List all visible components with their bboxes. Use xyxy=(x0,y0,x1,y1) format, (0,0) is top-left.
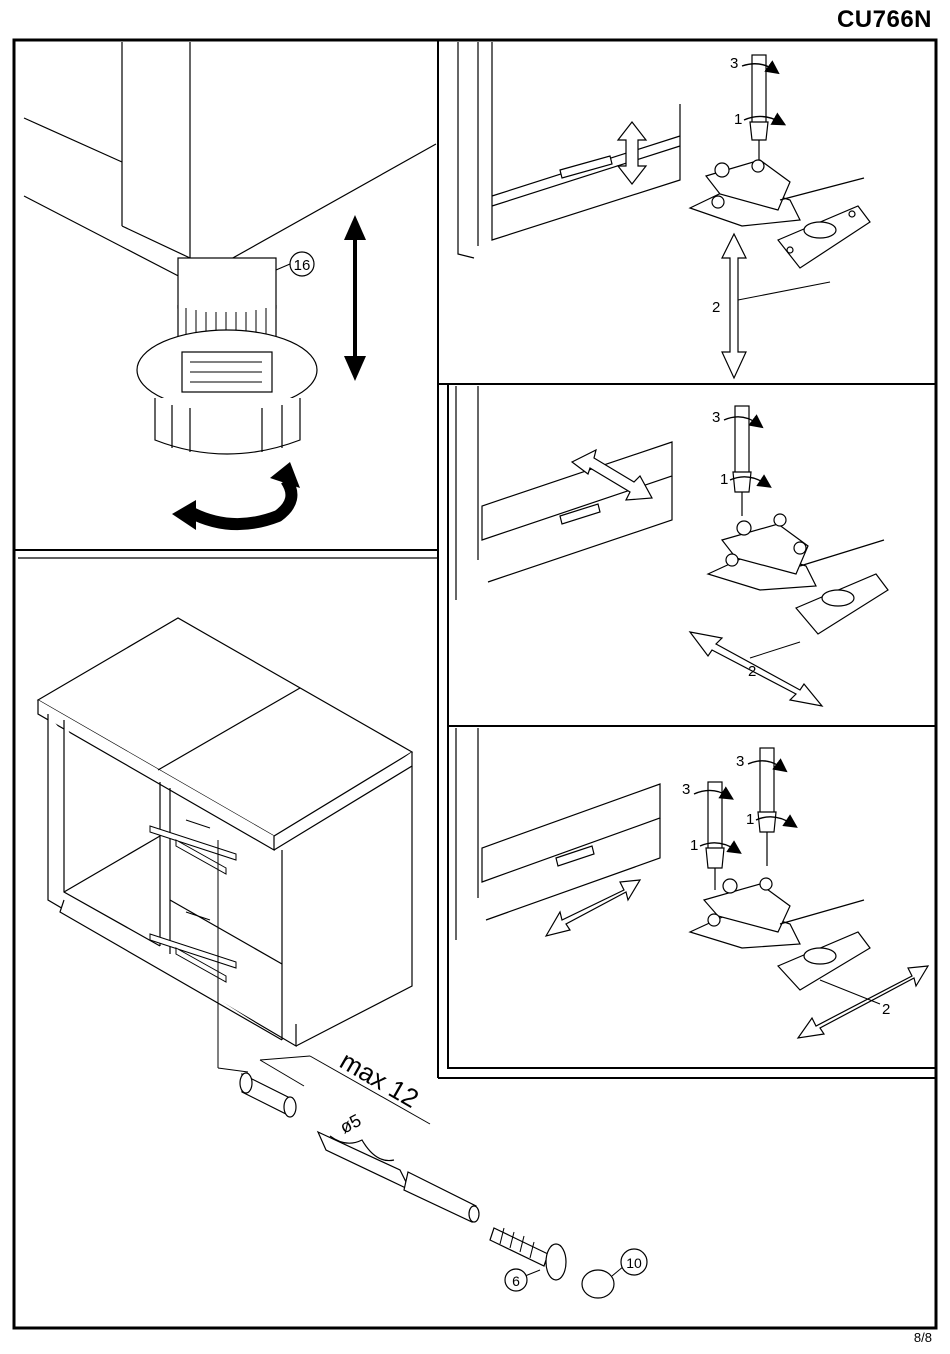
hinge-icon xyxy=(690,160,870,268)
hinge-icon xyxy=(690,878,870,990)
part-number-6: 6 xyxy=(512,1273,520,1289)
step-1-label: 1 xyxy=(720,471,728,488)
step-1-label: 1 xyxy=(734,111,742,128)
step-3a-label: 3 xyxy=(682,781,690,798)
adjust-arrow-vertical-icon xyxy=(618,122,646,184)
drill-diameter-label: ø5 xyxy=(336,1110,364,1138)
cap-icon xyxy=(582,1270,614,1298)
part-number-16: 16 xyxy=(294,257,311,274)
panel-cabinet-join: max 12 ø5 6 10 xyxy=(14,550,647,1298)
step-3b-label: 3 xyxy=(736,753,744,770)
max-dimension-label: max 12 xyxy=(335,1045,424,1114)
adjust-arrow-horizontal-icon xyxy=(546,880,640,936)
step-3-label: 3 xyxy=(712,409,720,426)
step-2-label: 2 xyxy=(882,1001,890,1018)
panel-hinge-vertical: 3 1 2 xyxy=(438,40,936,384)
step-1a-label: 1 xyxy=(690,837,698,854)
screwdriver-icon xyxy=(750,55,768,165)
step-1b-label: 1 xyxy=(746,811,754,828)
screwdriver-icon xyxy=(733,406,751,516)
adjust-arrow-vertical-icon xyxy=(722,234,746,378)
adjust-arrow-vertical-icon xyxy=(344,215,366,381)
panel-hinge-side: 3 3 1 1 2 xyxy=(438,384,936,1078)
part-number-10: 10 xyxy=(626,1255,642,1271)
step-2-label: 2 xyxy=(748,663,756,680)
step-3-label: 3 xyxy=(730,55,738,72)
leg-foot-illustration xyxy=(137,258,317,454)
step-2-label: 2 xyxy=(712,299,720,316)
dowel-illustration xyxy=(240,1073,296,1117)
hinge-icon xyxy=(708,514,888,634)
rotate-arrow-icon xyxy=(172,462,300,530)
panel-leg-adjustment: 16 xyxy=(14,40,438,550)
drill-bit-icon xyxy=(318,1132,479,1222)
panel-hinge-depth: 3 1 2 xyxy=(448,384,936,726)
screw-icon xyxy=(490,1228,566,1280)
